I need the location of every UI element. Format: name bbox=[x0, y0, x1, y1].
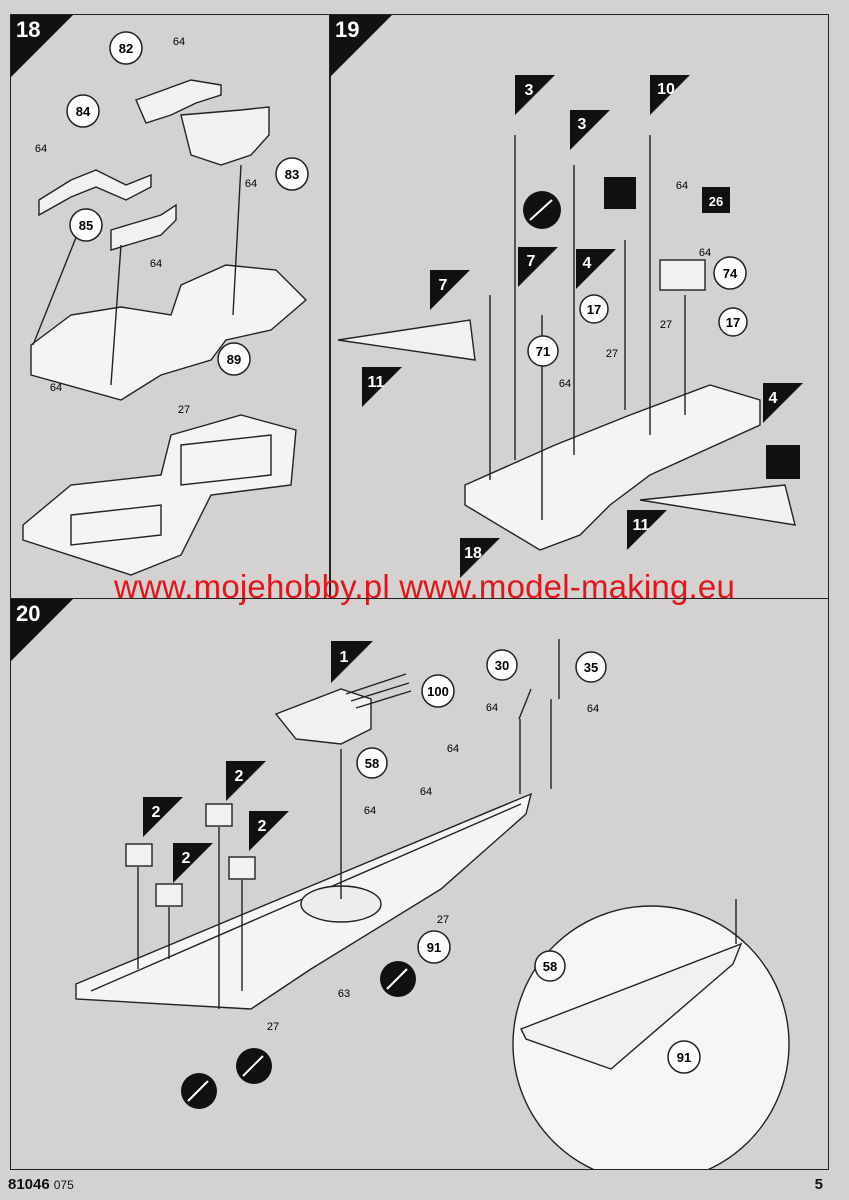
glue-64-label: 64 bbox=[587, 703, 599, 715]
flag-3-label: 3 bbox=[578, 116, 587, 133]
glue-64-label: 64 bbox=[447, 743, 459, 755]
part-58-label: 58 bbox=[543, 959, 557, 974]
glue-64-label: 64 bbox=[420, 786, 432, 798]
flag-11-label: 11 bbox=[368, 374, 385, 391]
flag-18-label: 18 bbox=[464, 545, 482, 562]
step-19-diagram: 3 3 10 26 7 7 4 4 11 11 18 71 17 17 bbox=[337, 75, 803, 578]
part-63-label: 63 bbox=[338, 988, 350, 1000]
part-17-label: 17 bbox=[587, 302, 601, 317]
glue-64-label: 64 bbox=[50, 382, 62, 394]
glue-64-label: 64 bbox=[35, 143, 47, 155]
part-17-label: 17 bbox=[726, 315, 740, 330]
step-20-diagram: 1 2 2 2 2 2 30 35 100 58 91 58 bbox=[75, 639, 790, 1169]
flag-4-label: 4 bbox=[769, 390, 778, 407]
glue-64-label: 64 bbox=[486, 702, 498, 714]
part-74-label: 74 bbox=[723, 266, 738, 281]
glue-64-label: 64 bbox=[364, 805, 376, 817]
flag-2-label: 2 bbox=[235, 768, 244, 785]
part-85-label: 85 bbox=[79, 218, 93, 233]
part-83-label: 83 bbox=[285, 167, 299, 182]
part-27-label: 27 bbox=[267, 1021, 279, 1033]
flag-26-label: 26 bbox=[709, 194, 723, 209]
glue-64-label: 64 bbox=[173, 36, 185, 48]
flag-7-label: 7 bbox=[527, 253, 536, 270]
flag-3-label: 3 bbox=[525, 82, 534, 99]
step-18-marker bbox=[11, 15, 73, 77]
glue-64-label: 64 bbox=[699, 247, 711, 259]
part-91-label: 91 bbox=[677, 1050, 691, 1065]
flag-2-label: 2 bbox=[152, 804, 161, 821]
step-18-diagram: 82 84 85 83 89 64 64 64 64 64 27 bbox=[22, 31, 309, 576]
catalog-sub: 075 bbox=[53, 1178, 74, 1192]
step-20-number: 20 bbox=[16, 601, 41, 626]
part-100-label: 100 bbox=[427, 684, 449, 699]
flag-2-label: 2 bbox=[258, 818, 267, 835]
step-18-number: 18 bbox=[16, 17, 41, 42]
step-18-panel: 18 bbox=[10, 14, 331, 599]
part-35-label: 35 bbox=[584, 660, 598, 675]
part-30-label: 30 bbox=[495, 658, 509, 673]
part-71-label: 71 bbox=[536, 344, 550, 359]
flag-10-label: 10 bbox=[657, 81, 675, 98]
part-84-label: 84 bbox=[76, 104, 91, 119]
page-number: 5 bbox=[814, 1176, 823, 1193]
catalog-code: 81046 bbox=[8, 1176, 50, 1193]
glue-64-label: 64 bbox=[676, 180, 688, 192]
flag-2-label: 2 bbox=[182, 850, 191, 867]
flag-1-label: 1 bbox=[340, 649, 349, 666]
step-19-panel: 19 bbox=[329, 14, 829, 599]
flag-7-label: 7 bbox=[439, 277, 448, 294]
part-27-label: 27 bbox=[437, 914, 449, 926]
part-27-label: 27 bbox=[606, 348, 618, 360]
part-27-label: 27 bbox=[178, 404, 190, 416]
step-20-marker bbox=[11, 599, 73, 661]
part-91-label: 91 bbox=[427, 940, 441, 955]
glue-64-label: 64 bbox=[150, 258, 162, 270]
step-19-number: 19 bbox=[335, 17, 360, 42]
part-58-label: 58 bbox=[365, 756, 379, 771]
step-19-marker bbox=[330, 15, 392, 77]
glue-64-label: 64 bbox=[559, 378, 571, 390]
flag-4-label: 4 bbox=[583, 255, 592, 272]
step-20-panel: 20 bbox=[10, 598, 829, 1170]
flag-11-label: 11 bbox=[633, 517, 650, 534]
part-27-label: 27 bbox=[660, 319, 672, 331]
part-82-label: 82 bbox=[119, 41, 133, 56]
glue-64-label: 64 bbox=[245, 178, 257, 190]
part-89-label: 89 bbox=[227, 352, 241, 367]
